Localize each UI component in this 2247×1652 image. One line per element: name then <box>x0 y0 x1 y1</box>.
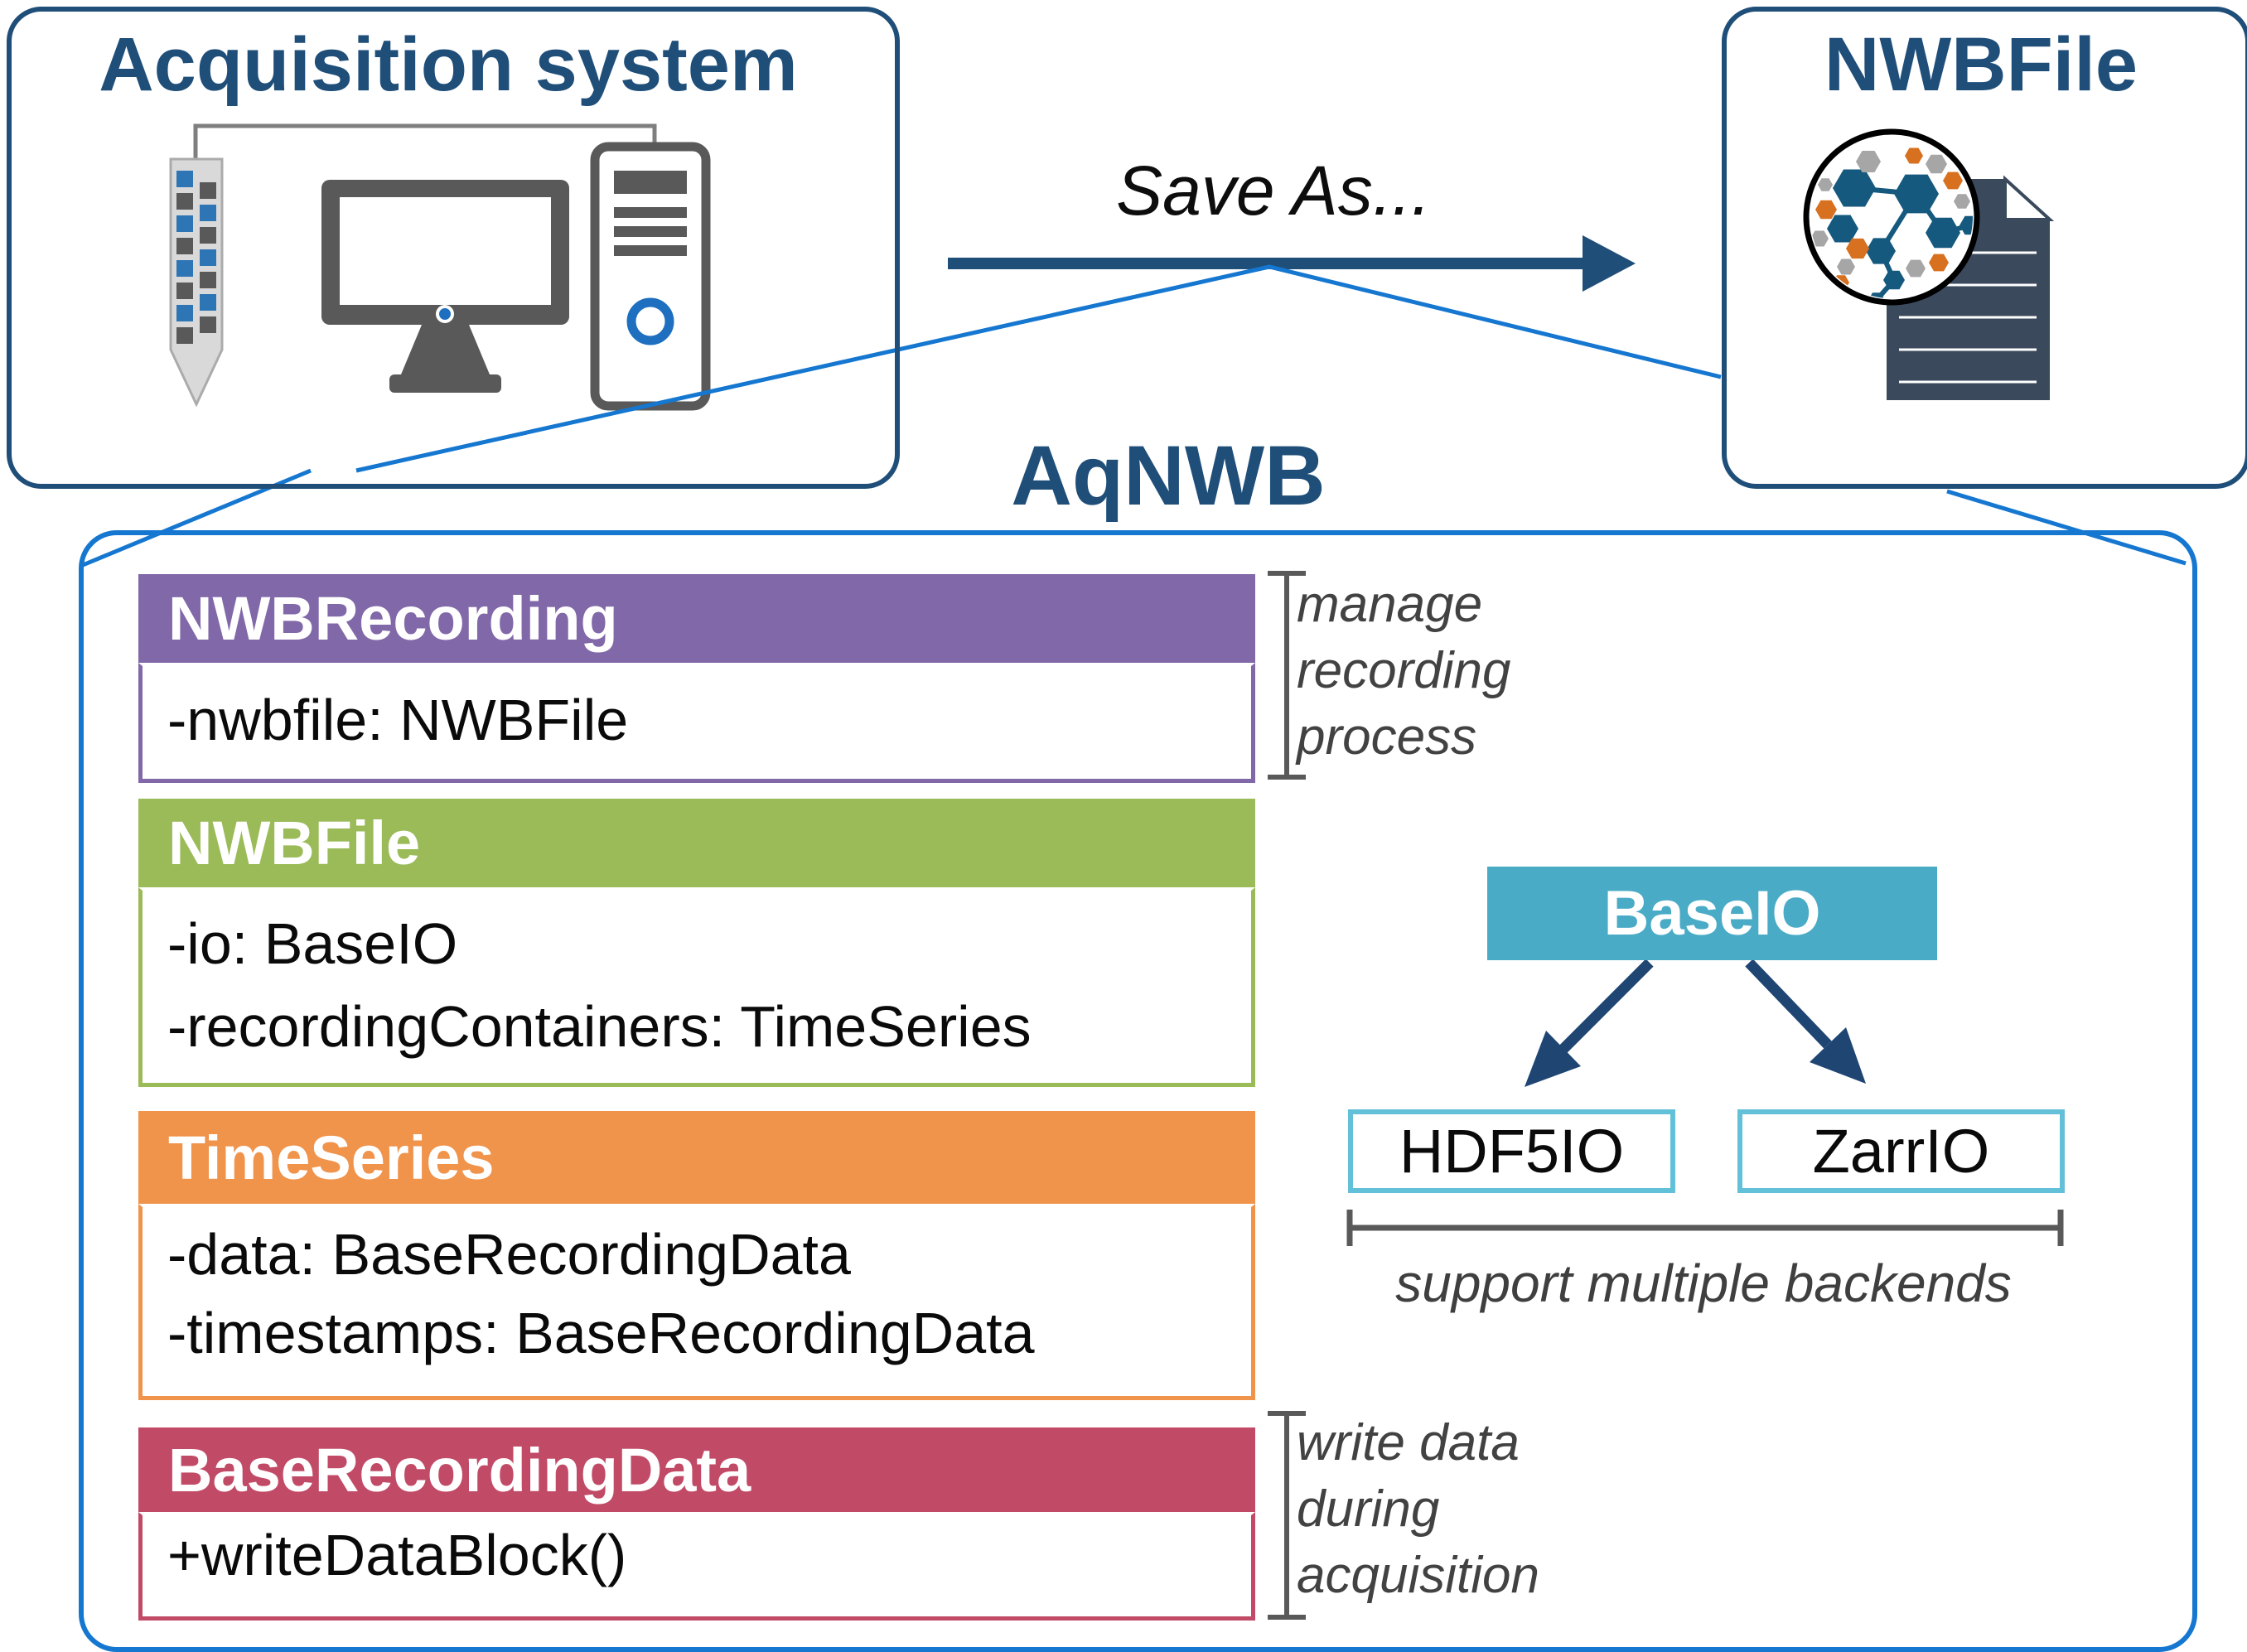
nwb-file-icon <box>1803 128 2055 400</box>
uml-member: -io: BaseIO <box>167 911 458 976</box>
annotation-write-data: write data during acquisition <box>1297 1414 1539 1604</box>
annotation-support-backends: support multiple backends <box>1395 1253 2012 1313</box>
annotation-manage-recording: manage recording process <box>1297 576 1511 766</box>
uml-member: +writeDataBlock() <box>167 1523 627 1587</box>
nwbfile-output-title: NWBFile <box>1824 22 2138 107</box>
annotation-brackets <box>1268 571 2064 1620</box>
uml-class-name: BaseRecordingData <box>138 1427 1255 1512</box>
inheritance-arrows <box>1525 959 1866 1087</box>
save-as-label: Save As... <box>1116 152 1431 229</box>
zarrio-box: ZarrIO <box>1737 1109 2065 1193</box>
baseio-box: BaseIO <box>1487 867 1937 960</box>
nwb-brain-logo <box>1810 147 1973 298</box>
acquisition-system-title: Acquisition system <box>99 22 798 107</box>
uml-class-nwbrecording: NWBRecording -nwbfile: NWBFile <box>138 574 1255 783</box>
save-as-arrow <box>948 235 1636 292</box>
uml-class-timeseries: TimeSeries -data: BaseRecordingData -tim… <box>138 1111 1255 1400</box>
probe-cable <box>193 123 657 164</box>
uml-class-nwbfile: NWBFile -io: BaseIO -recordingContainers… <box>138 799 1255 1087</box>
aqnwb-title: AqNWB <box>1011 428 1326 523</box>
uml-member: -nwbfile: NWBFile <box>167 688 629 752</box>
uml-class-name: NWBFile <box>138 799 1255 887</box>
uml-class-name: TimeSeries <box>138 1111 1255 1204</box>
monitor-icon <box>321 180 569 393</box>
uml-member: -timestamps: BaseRecordingData <box>167 1301 1035 1365</box>
nwbfile-output-box <box>1722 7 2247 489</box>
aqnwb-box <box>79 530 2197 1652</box>
hdf5io-box: HDF5IO <box>1348 1109 1675 1193</box>
uml-class-baserecordingdata: BaseRecordingData +writeDataBlock() <box>138 1427 1255 1621</box>
uml-class-name: NWBRecording <box>138 574 1255 663</box>
acquisition-system-box <box>7 7 900 489</box>
uml-member: -recordingContainers: TimeSeries <box>167 994 1032 1059</box>
probe-icon <box>169 157 224 408</box>
uml-member: -data: BaseRecordingData <box>167 1222 851 1287</box>
